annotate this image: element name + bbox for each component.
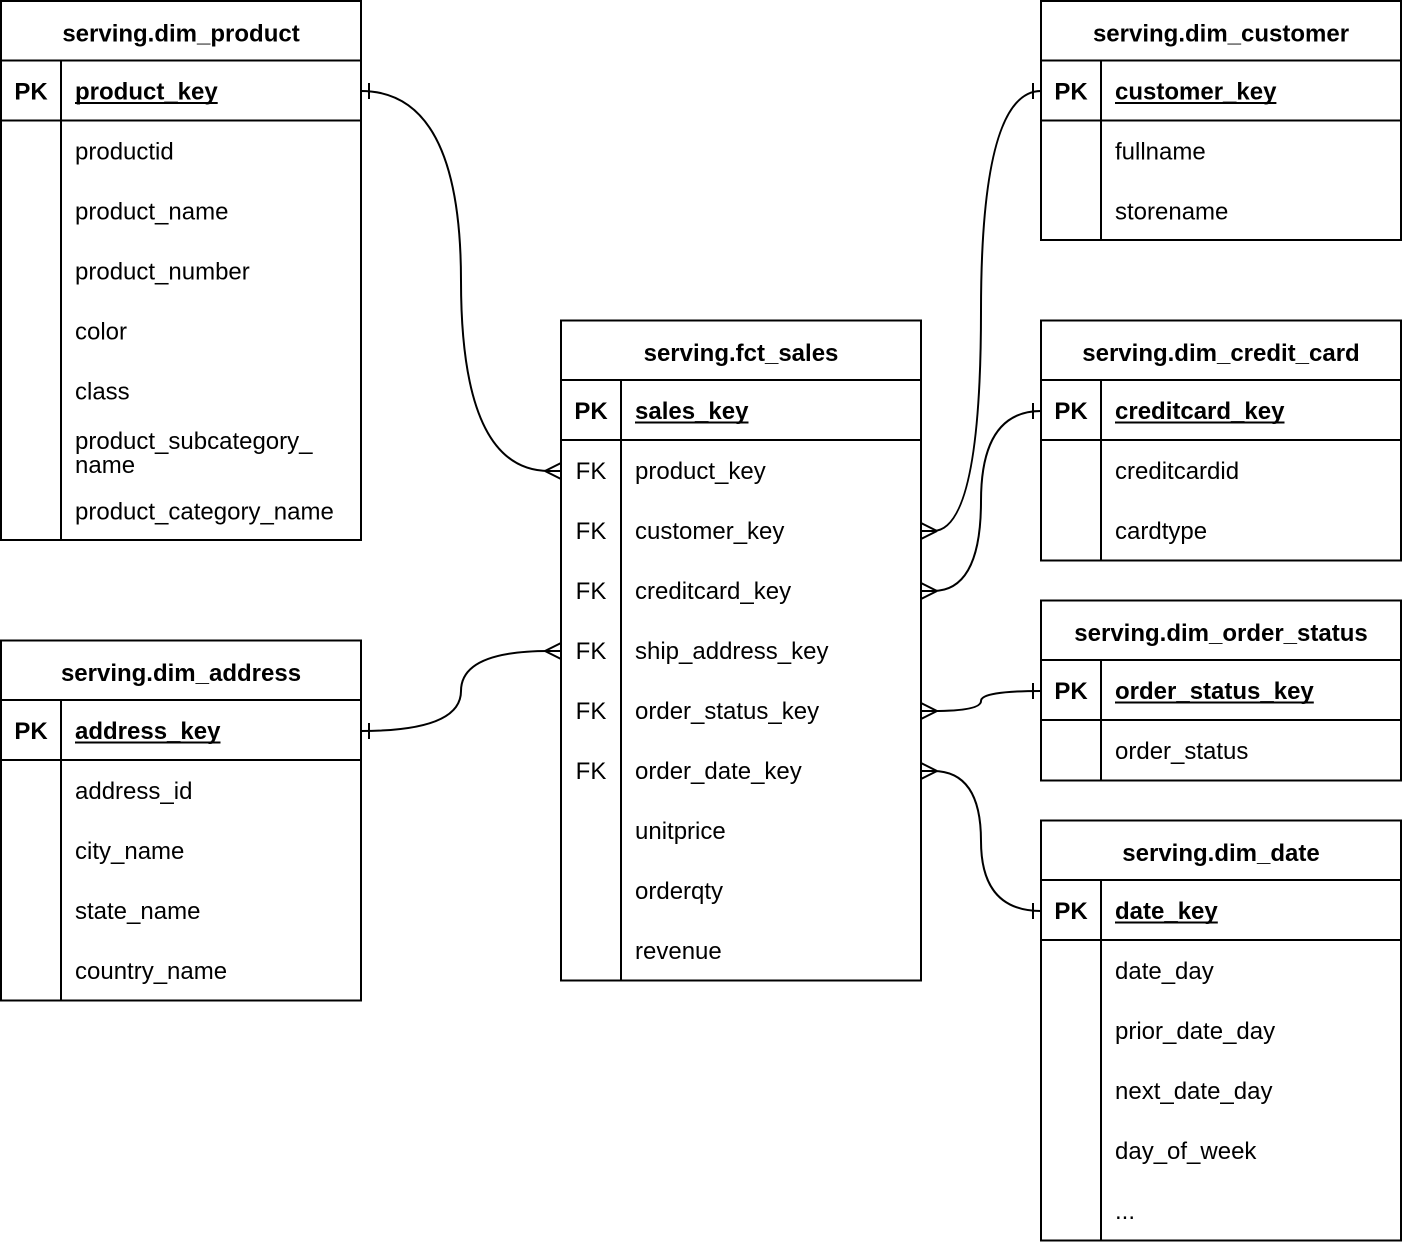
svg-text:FK: FK [576, 758, 607, 785]
svg-text:FK: FK [576, 518, 607, 545]
svg-text:state_name: state_name [75, 898, 200, 925]
svg-text:FK: FK [576, 578, 607, 605]
svg-text:productid: productid [75, 139, 174, 166]
svg-text:date_key: date_key [1115, 898, 1218, 925]
svg-text:product_key: product_key [635, 458, 766, 485]
svg-text:address_key: address_key [75, 718, 221, 745]
svg-text:PK: PK [1054, 898, 1088, 925]
svg-text:city_name: city_name [75, 838, 184, 865]
svg-text:serving.dim_address: serving.dim_address [61, 660, 301, 687]
svg-text:serving.fct_sales: serving.fct_sales [644, 340, 839, 367]
svg-text:order_status: order_status [1115, 738, 1248, 765]
svg-text:color: color [75, 319, 127, 346]
svg-text:orderqty: orderqty [635, 878, 723, 905]
svg-text:PK: PK [14, 718, 48, 745]
svg-text:revenue: revenue [635, 938, 722, 965]
svg-text:ship_address_key: ship_address_key [635, 638, 828, 665]
svg-text:creditcard_key: creditcard_key [635, 578, 791, 605]
svg-text:country_name: country_name [75, 958, 227, 985]
svg-text:storename: storename [1115, 199, 1228, 226]
svg-text:product_name: product_name [75, 199, 228, 226]
svg-text:class: class [75, 379, 130, 406]
svg-text:serving.dim_customer: serving.dim_customer [1093, 21, 1349, 48]
svg-text:sales_key: sales_key [635, 398, 749, 425]
svg-text:...: ... [1115, 1198, 1135, 1225]
svg-text:PK: PK [1054, 398, 1088, 425]
svg-text:name: name [75, 452, 135, 479]
svg-text:FK: FK [576, 458, 607, 485]
svg-text:PK: PK [14, 79, 48, 106]
svg-text:serving.dim_date: serving.dim_date [1122, 840, 1319, 867]
svg-text:PK: PK [574, 398, 608, 425]
svg-text:order_status_key: order_status_key [1115, 678, 1314, 705]
svg-text:fullname: fullname [1115, 139, 1206, 166]
svg-text:prior_date_day: prior_date_day [1115, 1018, 1275, 1045]
svg-text:FK: FK [576, 638, 607, 665]
svg-text:next_date_day: next_date_day [1115, 1078, 1272, 1105]
svg-text:order_status_key: order_status_key [635, 698, 819, 725]
svg-text:serving.dim_credit_card: serving.dim_credit_card [1082, 340, 1359, 367]
svg-text:PK: PK [1054, 678, 1088, 705]
svg-text:product_category_name: product_category_name [75, 499, 334, 526]
svg-text:order_date_key: order_date_key [635, 758, 802, 785]
svg-text:product_number: product_number [75, 259, 250, 286]
svg-text:serving.dim_product: serving.dim_product [62, 21, 299, 48]
svg-text:FK: FK [576, 698, 607, 725]
svg-text:PK: PK [1054, 79, 1088, 106]
svg-text:serving.dim_order_status: serving.dim_order_status [1074, 620, 1367, 647]
svg-text:customer_key: customer_key [1115, 79, 1277, 106]
svg-text:unitprice: unitprice [635, 818, 726, 845]
svg-text:creditcardid: creditcardid [1115, 458, 1239, 485]
svg-text:product_subcategory_: product_subcategory_ [75, 428, 313, 455]
svg-text:day_of_week: day_of_week [1115, 1138, 1257, 1165]
svg-text:product_key: product_key [75, 79, 218, 106]
svg-text:cardtype: cardtype [1115, 518, 1207, 545]
svg-text:date_day: date_day [1115, 958, 1214, 985]
svg-text:creditcard_key: creditcard_key [1115, 398, 1285, 425]
svg-text:address_id: address_id [75, 778, 192, 805]
svg-text:customer_key: customer_key [635, 518, 784, 545]
